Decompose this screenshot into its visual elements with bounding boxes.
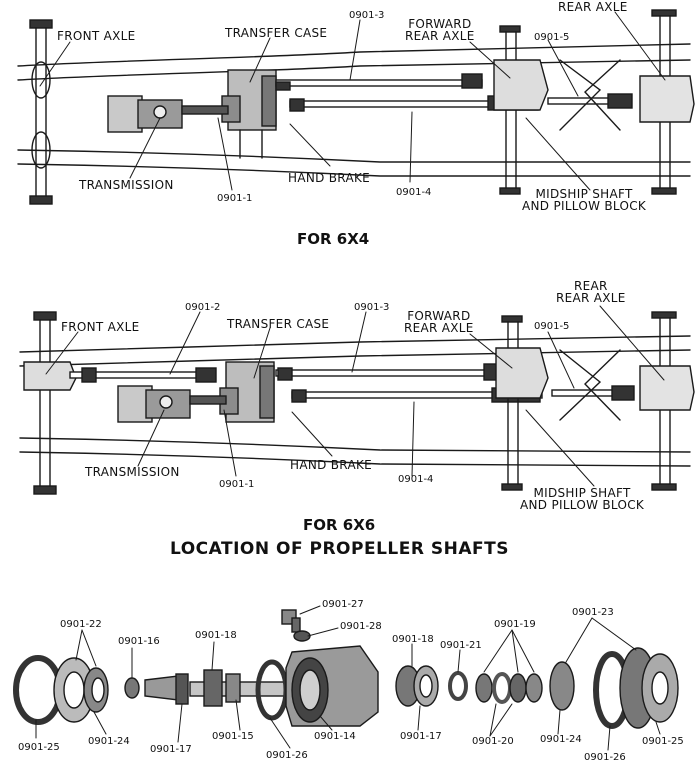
part-label-0901-25-a: 0901-25 [18,742,60,753]
label-hand-brake-6x4: HAND BRAKE [288,171,371,185]
label-shaft-4-6x4: 0901-4 [396,187,432,198]
label-midship-6x4: MIDSHIP SHAFT AND PILLOW BLOCK [522,187,647,213]
chassis-6x4 [17,9,695,205]
label-hand-brake-6x6: HAND BRAKE [290,458,373,472]
label-rear-axle-6x4: REAR AXLE [558,0,628,14]
label-front-axle-6x4: FRONT AXLE [57,29,136,43]
part-label-0901-24-b: 0901-24 [540,734,582,745]
transfer-case-6x6 [219,361,275,423]
part-label-0901-23: 0901-23 [572,607,614,618]
label-shaft-4-6x6: 0901-4 [398,474,434,485]
rear-axle-6x4 [559,9,695,195]
shaft-0901-2-6x6 [69,367,217,383]
shaft-0901-5-6x4 [547,93,633,109]
housing-0901-14 [285,645,379,727]
part-label-0901-26-a: 0901-26 [266,750,308,761]
front-axle-6x6 [23,311,77,495]
front-axle-6x4 [29,19,53,205]
page-title: LOCATION OF PROPELLER SHAFTS [170,539,509,559]
label-transfer-case-6x4: TRANSFER CASE [225,26,328,40]
part-label-0901-27: 0901-27 [322,599,364,610]
label-shaft-5-6x6: 0901-5 [534,321,570,332]
nut-0901-16 [124,677,140,699]
transmission-6x4 [107,95,183,133]
leaders-6x6 [45,305,665,487]
flange-0901-22 [53,657,109,723]
part-label-0901-15: 0901-15 [212,731,254,742]
part-label-0901-22: 0901-22 [60,619,102,630]
caption-6x4: FOR 6X4 [297,230,370,248]
label-rear-rear-axle-6x6: REAR REAR AXLE [556,279,626,305]
flange-0901-23 [619,647,679,729]
shaft-0901-3-6x4 [275,73,483,91]
label-transmission-6x6: TRANSMISSION [85,465,180,479]
leaders-parts [35,605,661,751]
bearing-0901-18 [395,665,439,707]
label-shaft-2-6x6: 0901-2 [185,302,221,313]
shaft-0901-1-6x6 [189,395,227,405]
nuts-0901-19 [475,672,543,704]
label-forward-rear-axle-6x6: FORWARD REAR AXLE [404,309,474,335]
part-label-0901-28: 0901-28 [340,621,382,632]
rear-rear-axle-6x6 [559,311,695,491]
label-forward-rear-axle-6x4: FORWARD REAR AXLE [405,17,475,43]
chassis-6x6 [19,305,695,495]
label-front-axle-6x6: FRONT AXLE [61,320,140,334]
part-label-0901-19: 0901-19 [494,619,536,630]
part-label-0901-16: 0901-16 [118,636,160,647]
part-label-0901-21: 0901-21 [440,640,482,651]
label-shaft-3-6x6: 0901-3 [354,302,390,313]
label-midship-6x6: MIDSHIP SHAFT AND PILLOW BLOCK [520,486,645,512]
breather-0901-27 [281,609,311,642]
shaft-0901-1-6x4 [181,105,229,115]
part-label-0901-18-b: 0901-18 [392,634,434,645]
forward-rear-axle-6x4 [493,25,549,195]
label-shaft-5-6x4: 0901-5 [534,32,570,43]
transfer-case-6x4 [221,69,277,159]
caption-6x6: FOR 6X6 [303,516,376,534]
exploded-parts [13,605,679,751]
washer-0901-21 [448,671,468,701]
label-transfer-case-6x6: TRANSFER CASE [227,317,330,331]
part-label-0901-25-b: 0901-25 [642,736,684,747]
forward-rear-axle-6x6 [495,315,549,491]
part-label-0901-14: 0901-14 [314,731,356,742]
label-shaft-3-6x4: 0901-3 [349,10,385,21]
shaft-0901-3-6x6 [275,363,499,381]
part-label-0901-20: 0901-20 [472,736,514,747]
part-label-0901-26-b: 0901-26 [584,752,626,763]
shaft-0901-15 [144,669,287,707]
part-label-0901-17-a: 0901-17 [150,744,192,755]
shaft-0901-5-6x6 [551,385,635,401]
transmission-6x6 [117,385,191,423]
part-label-0901-18-a: 0901-18 [195,630,237,641]
part-label-0901-17-b: 0901-17 [400,731,442,742]
seal-0901-24-right [549,661,575,711]
part-label-0901-24-a: 0901-24 [88,736,130,747]
label-transmission-6x4: TRANSMISSION [79,178,174,192]
leaders-6x4 [39,11,666,191]
label-shaft-1-6x4: 0901-1 [217,193,253,204]
label-shaft-1-6x6: 0901-1 [219,479,255,490]
